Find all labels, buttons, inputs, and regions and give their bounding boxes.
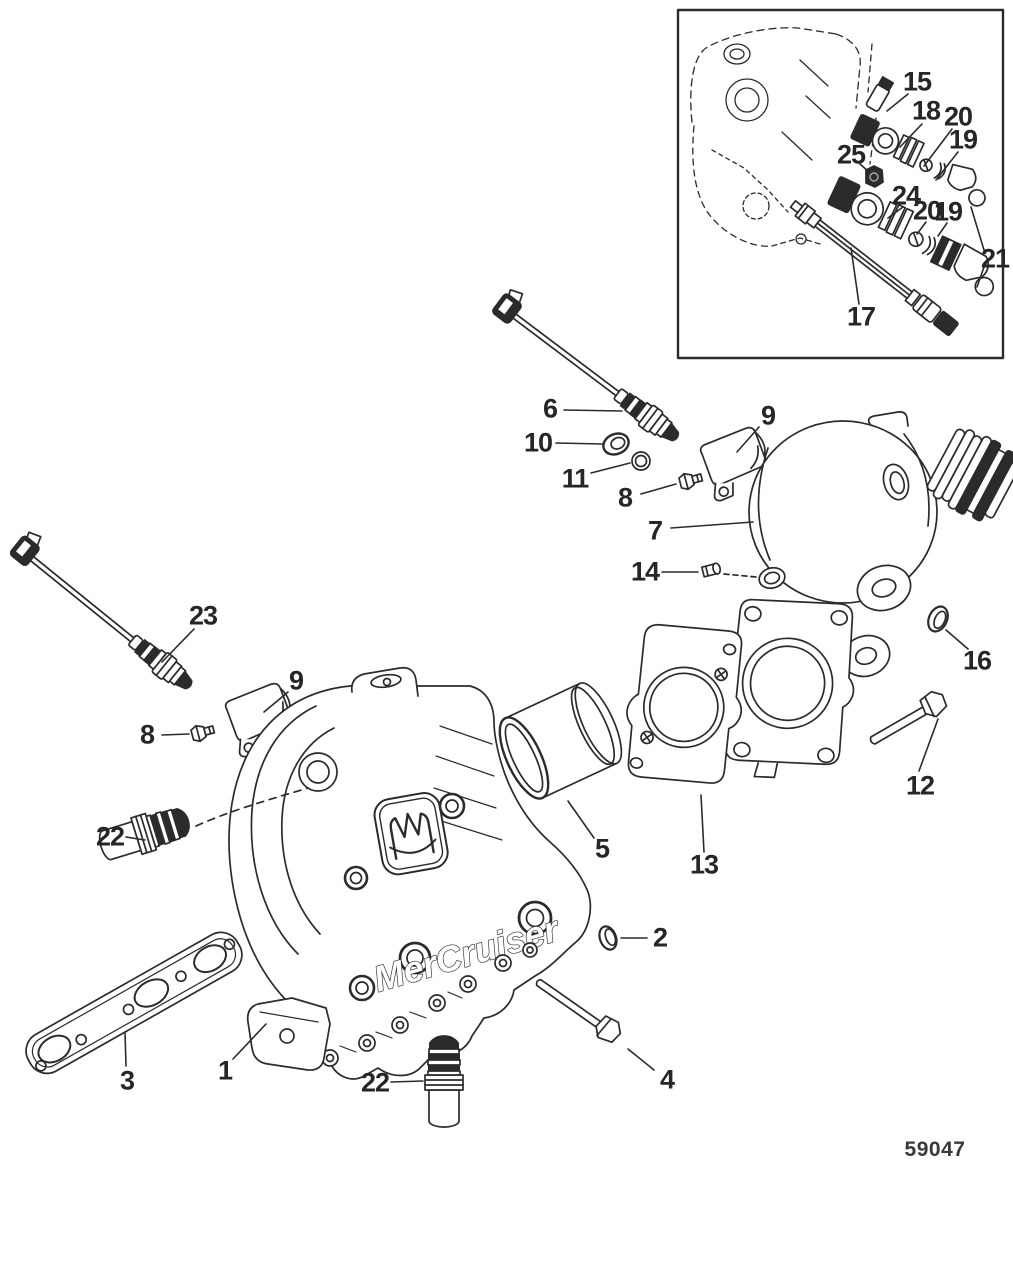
nut-25 — [865, 165, 884, 188]
elbow-bellows — [926, 428, 1013, 522]
callout-1: 1 — [217, 1055, 233, 1086]
callout-19: 19 — [933, 196, 963, 227]
cap-2 — [598, 925, 618, 951]
callout-3: 3 — [119, 1065, 135, 1096]
callout-6: 6 — [542, 393, 558, 424]
callout-5: 5 — [594, 833, 610, 864]
exhaust-elbow-7 — [722, 411, 1013, 779]
sensor-harness-17 — [789, 199, 959, 336]
fitting-15 — [865, 76, 895, 112]
o-ring-11 — [631, 451, 651, 471]
inset-border — [676, 8, 1005, 360]
callout-19: 19 — [948, 124, 978, 155]
callout-4: 4 — [659, 1064, 675, 1095]
callout-12: 12 — [905, 770, 935, 801]
callout-22: 22 — [360, 1067, 390, 1098]
callout-16: 16 — [962, 645, 992, 676]
clamp-screw-8-top — [677, 468, 705, 492]
grommet-10 — [602, 432, 630, 456]
oxygen-sensor-6 — [489, 284, 691, 450]
callout-18: 18 — [911, 95, 941, 126]
elbow-gasket-13 — [626, 623, 743, 784]
bolt-4 — [535, 978, 622, 1044]
inset-leader-lines — [850, 93, 985, 305]
callout-20: 20 — [912, 195, 942, 226]
engine-block-sketch — [690, 27, 877, 247]
drawing-number: 59047 — [904, 1138, 966, 1161]
oxygen-sensor-23 — [6, 527, 205, 697]
callout-10: 10 — [523, 427, 553, 458]
callout-13: 13 — [689, 849, 719, 880]
plug-locator-dash — [195, 787, 309, 827]
callout-7: 7 — [647, 515, 663, 546]
callout-20: 20 — [943, 101, 973, 132]
flange-cap-16 — [927, 605, 949, 633]
callout-2: 2 — [652, 922, 668, 953]
callout-24: 24 — [891, 180, 921, 211]
mercury-m-icon — [373, 792, 449, 876]
callout-22: 22 — [95, 821, 125, 852]
callout-11: 11 — [561, 463, 590, 494]
callout-17: 17 — [846, 301, 876, 332]
spacer-sleeve-5 — [498, 682, 623, 800]
callout-14: 14 — [630, 556, 660, 587]
clamp-screw-8-left — [189, 720, 217, 744]
fitting-assembly-24 — [827, 176, 995, 297]
fitting-locator-dash — [723, 573, 757, 578]
bolt-12 — [869, 690, 948, 745]
callout-21: 21 — [980, 243, 1010, 274]
drain-plug-22-bottom — [424, 1035, 464, 1128]
callout-8: 8 — [139, 719, 155, 750]
manifold-gasket-3 — [25, 931, 243, 1075]
fitting-14 — [700, 562, 722, 578]
callout-15: 15 — [902, 66, 932, 97]
leader-lines — [124, 409, 969, 1083]
inset-detail-box — [676, 8, 1005, 360]
callout-9: 9 — [288, 665, 304, 696]
callout-9: 9 — [760, 400, 776, 431]
callout-23: 23 — [188, 600, 218, 631]
fitting-assembly-18 — [850, 114, 986, 207]
callout-8: 8 — [617, 482, 633, 513]
callout-25: 25 — [836, 139, 866, 170]
